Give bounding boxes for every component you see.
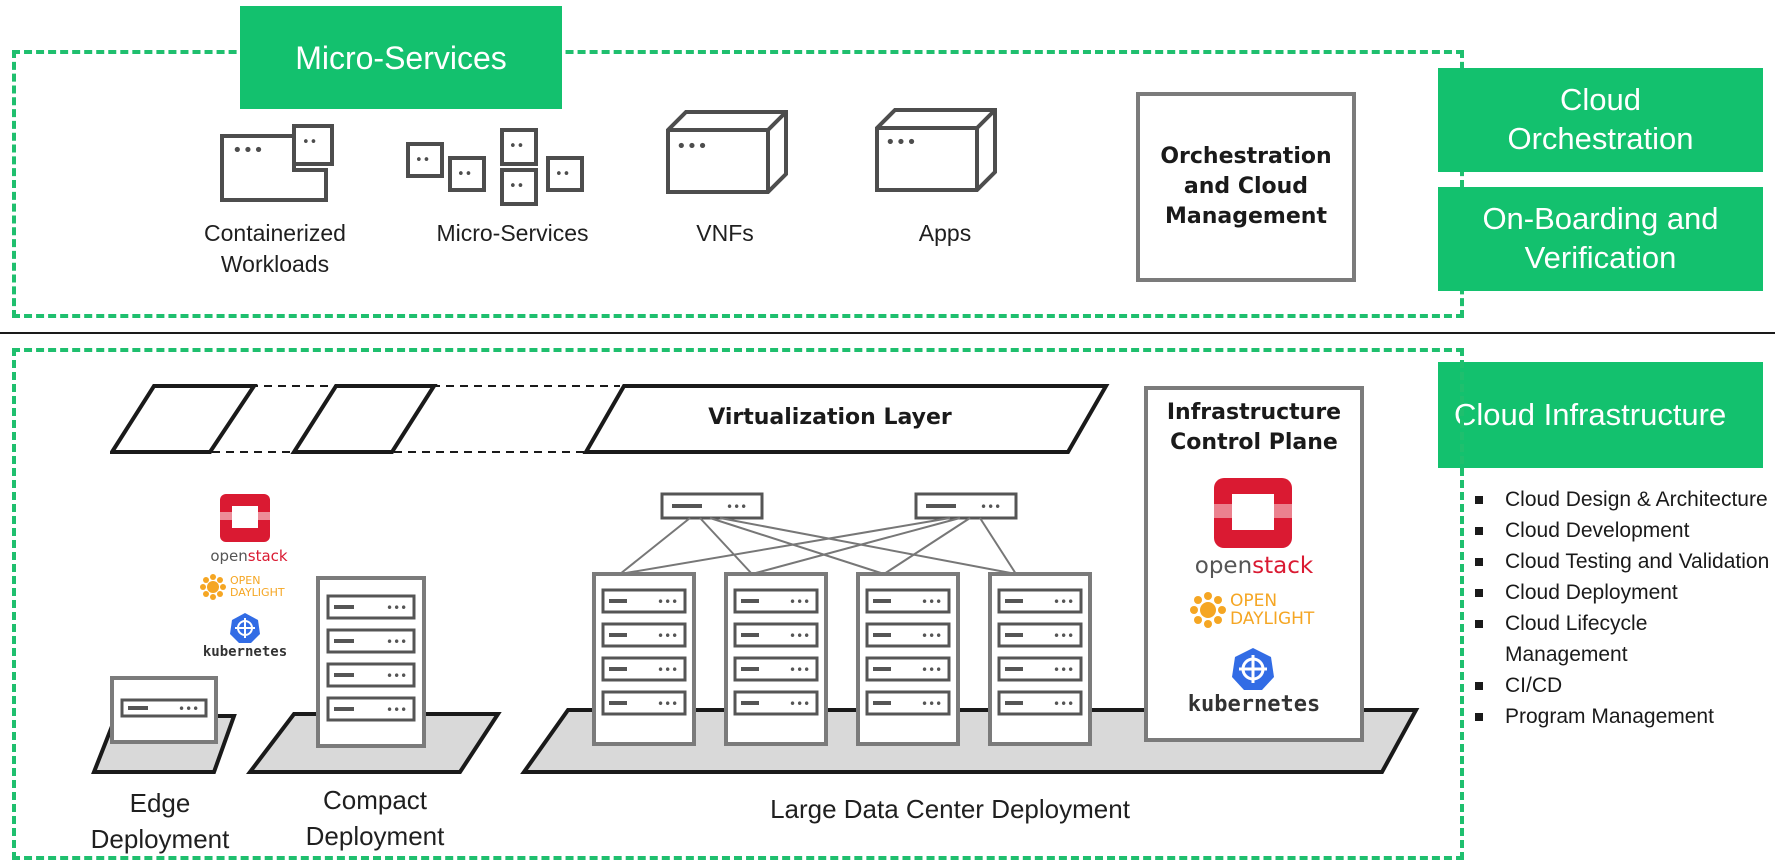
containerized-workloads-icon: ••• ••	[220, 124, 334, 202]
svg-text:•••: •••	[386, 669, 407, 683]
svg-text:•••: •••	[789, 697, 810, 711]
section-divider	[0, 332, 1775, 334]
compact-deployment-graphic: ••• ••• ••• •••	[246, 576, 502, 774]
svg-text:•••: •••	[386, 601, 407, 615]
svg-text:•••: •••	[178, 702, 199, 716]
svg-text:•••: •••	[1053, 629, 1074, 643]
large-data-center-label: Large Data Center Deployment	[770, 794, 1130, 824]
svg-text:••: ••	[415, 153, 430, 168]
virtualization-layer-diagram	[110, 384, 1110, 454]
svg-text:•••: •••	[921, 697, 942, 711]
virtual-plane-shape	[110, 384, 258, 454]
svg-text:•••: •••	[789, 595, 810, 609]
bullet-item: CI/CD	[1473, 670, 1773, 701]
cloud-orchestration-box: Cloud Orchestration	[1438, 68, 1763, 172]
edge-deployment-label: Edge Deployment	[90, 788, 230, 854]
virtual-plane-shape	[290, 384, 438, 454]
micro-services-label: Micro-Services	[436, 220, 589, 246]
svg-text:•••: •••	[789, 629, 810, 643]
apps-icon: •••	[875, 108, 997, 192]
virtualization-layer-plane	[582, 384, 1110, 454]
onboarding-verification-box: On-Boarding and Verification	[1438, 187, 1763, 291]
svg-text:••: ••	[302, 135, 317, 150]
bullet-item: Cloud Design & Architecture	[1473, 484, 1773, 515]
infrastructure-region	[12, 348, 1464, 860]
opendaylight-wordmark: OPEN DAYLIGHT	[1230, 591, 1315, 629]
svg-text:•••: •••	[676, 136, 708, 157]
svg-text:•••: •••	[657, 697, 678, 711]
svg-text:•••: •••	[657, 595, 678, 609]
opendaylight-flower-icon	[1190, 592, 1226, 628]
virtualization-layer-label: Virtualization Layer	[708, 405, 952, 430]
large-data-center-graphic: ••• ••• ••• ••• ••• ••• ••• ••• ••• ••• ••• ••• •…	[520, 492, 1420, 774]
vnf-icon: •••	[666, 110, 788, 194]
openstack-logo-small	[218, 494, 272, 542]
edge-deployment-graphic: •••	[91, 676, 237, 774]
bullet-item: Cloud Development	[1473, 515, 1773, 546]
svg-text:•••: •••	[386, 703, 407, 717]
orchestration-box: Orchestration and Cloud Management	[1136, 92, 1356, 282]
svg-text:••: ••	[509, 179, 524, 194]
svg-text:•••: •••	[789, 663, 810, 677]
openstack-logo	[1210, 478, 1296, 548]
micro-services-icon: •• •• •• •• ••	[406, 128, 584, 206]
svg-text:•••: •••	[232, 140, 264, 161]
svg-text:•••: •••	[980, 500, 1001, 514]
svg-text:••: ••	[509, 139, 524, 154]
opendaylight-wordmark-small: OPEN DAYLIGHT	[230, 574, 285, 599]
services-bullet-list: Cloud Design & Architecture Cloud Develo…	[1473, 484, 1773, 732]
bullet-item: Cloud Testing and Validation	[1473, 546, 1773, 577]
compact-deployment-label: Compact Deployment	[305, 785, 445, 851]
svg-text:•••: •••	[921, 663, 942, 677]
svg-text:••: ••	[457, 167, 472, 182]
kubernetes-icon-small	[230, 613, 260, 643]
cloud-infrastructure-box: Cloud Infrastructure	[1438, 362, 1763, 468]
micro-services-tab: Micro-Services	[240, 6, 562, 109]
bullet-item: Program Management	[1473, 701, 1773, 732]
svg-text:•••: •••	[1053, 595, 1074, 609]
svg-text:•••: •••	[657, 629, 678, 643]
kubernetes-wordmark: kubernetes	[1187, 692, 1321, 717]
kubernetes-wordmark-small: kubernetes	[202, 644, 288, 660]
svg-text:•••: •••	[657, 663, 678, 677]
svg-text:•••: •••	[1053, 697, 1074, 711]
svg-text:•••: •••	[386, 635, 407, 649]
svg-text:•••: •••	[885, 132, 917, 153]
containerized-workloads-label: Containerized Workloads	[204, 220, 346, 277]
svg-text:•••: •••	[921, 629, 942, 643]
control-plane-title: Infrastructure Control Plane	[1166, 400, 1342, 455]
svg-text:•••: •••	[1053, 663, 1074, 677]
bullet-item: Cloud Deployment	[1473, 577, 1773, 608]
svg-text:•••: •••	[921, 595, 942, 609]
openstack-wordmark-small: openstack	[210, 547, 288, 565]
bullet-item: Cloud Lifecycle Management	[1473, 608, 1773, 670]
openstack-wordmark: openstack	[1194, 553, 1314, 579]
svg-text:••: ••	[555, 167, 570, 182]
micro-services-region	[12, 50, 1464, 318]
svg-text:•••: •••	[726, 500, 747, 514]
vnfs-label: VNFs	[696, 220, 754, 246]
apps-label: Apps	[918, 220, 972, 246]
opendaylight-flower-icon-small	[200, 574, 226, 600]
kubernetes-icon	[1232, 648, 1274, 690]
